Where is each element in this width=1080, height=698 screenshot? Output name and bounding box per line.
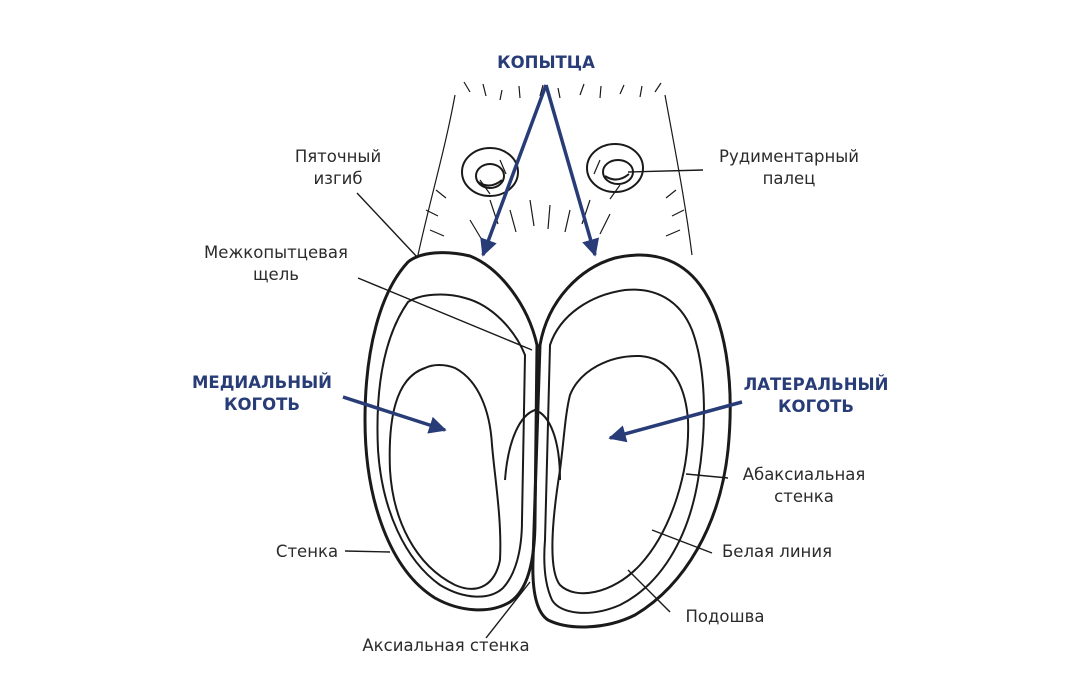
lateral-claw-shape [531,253,732,629]
label-hooves: КОПЫТЦА [497,53,595,72]
dewclaw-left [461,147,519,197]
label-axial-wall: Аксиальная стенка [362,636,530,655]
pastern-hair [417,81,693,256]
label-rudimentary-toe: Рудиментарный палец [719,147,859,188]
label-interdigital-cleft: Межкопытцевая щель [204,243,348,284]
cleft-shape [504,408,561,481]
label-white-line: Белая линия [721,542,833,561]
dewclaw-right [586,143,644,193]
label-sole: Подошва [685,607,765,626]
label-medial-claw: МЕДИАЛЬНЫЙ КОГОТЬ [192,373,332,414]
medial-claw-shape [363,251,539,612]
label-lateral-claw: ЛАТЕРАЛЬНЫЙ КОГОТЬ [743,375,889,416]
leader-lines [344,169,729,639]
accent-arrows [342,84,743,443]
label-abaxial-wall: Абаксиальная стенка [742,465,866,506]
label-wall: Стенка [275,542,339,561]
label-heel-bend: Пяточный изгиб [294,147,382,188]
